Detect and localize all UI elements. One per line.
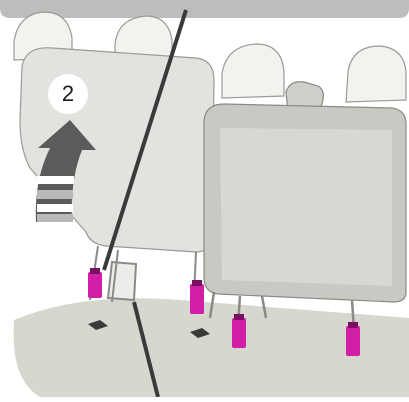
step-number: 2 — [62, 81, 74, 107]
top-frame-band — [0, 0, 409, 18]
step-number-badge: 2 — [48, 74, 88, 114]
headrest-right-3 — [346, 46, 406, 102]
headrest-right-1 — [222, 44, 284, 98]
latch-handle-2 — [190, 280, 204, 314]
latch-handle-1 — [88, 268, 102, 298]
latch-handle-4 — [346, 322, 360, 356]
latch-handle-3 — [232, 314, 246, 348]
seat-legs-left — [90, 246, 196, 302]
seat-back-right-panel — [220, 128, 392, 286]
